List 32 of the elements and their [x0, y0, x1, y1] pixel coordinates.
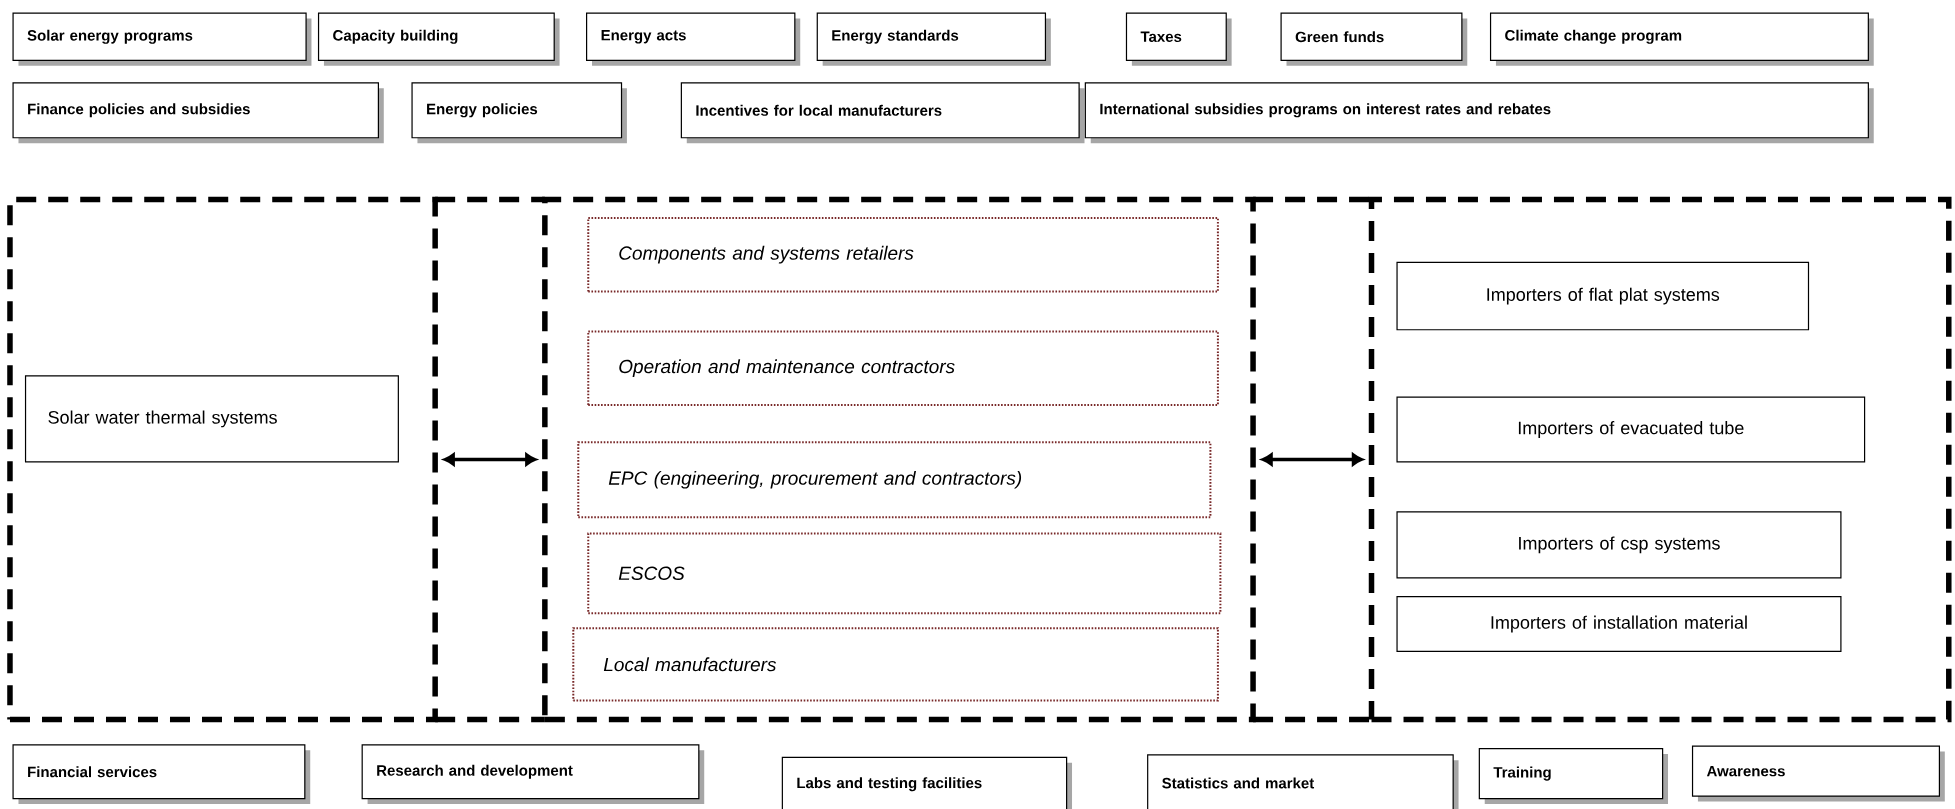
- label-box: Finance policies and subsidies: [12, 82, 384, 144]
- double-arrow: [1261, 453, 1364, 466]
- dotted-box: Operation and maintenance contractors: [587, 330, 1219, 406]
- label-box: Energy standards: [816, 12, 1051, 66]
- text-box: Importers of installation material: [1396, 596, 1842, 653]
- text-box: Importers of evacuated tube: [1396, 396, 1866, 463]
- double-arrow: [443, 453, 537, 466]
- label-box: Awareness: [1691, 745, 1945, 802]
- label-box: Energy acts: [586, 12, 801, 66]
- label-box: International subsidies programs on interest rates and rebates: [1084, 82, 1874, 144]
- dashed-region-box: [1368, 196, 1952, 723]
- label-box: Training: [1478, 748, 1668, 804]
- label-box: Energy policies: [411, 82, 627, 144]
- label-box: Climate change program: [1489, 12, 1874, 66]
- dashed-region-box: [7, 196, 438, 723]
- label-box: Financial services: [12, 744, 311, 804]
- dotted-box: EPC (engineering, procurement and contractors): [577, 441, 1212, 519]
- label-box: Green funds: [1280, 12, 1468, 66]
- dotted-box: Components and systems retailers: [587, 216, 1219, 293]
- text-box: Importers of csp systems: [1396, 511, 1842, 579]
- dashed-region-box: [542, 196, 1256, 723]
- label-box: Research and development: [361, 744, 705, 804]
- dotted-box: Local manufacturers: [572, 627, 1219, 702]
- label-box: Statistics and market: [1147, 754, 1459, 809]
- label-box: Capacity building: [317, 12, 560, 66]
- dotted-box: ESCOS: [587, 532, 1222, 615]
- text-box: Importers of flat plat systems: [1396, 261, 1810, 331]
- label-box: Labs and testing facilities: [781, 756, 1073, 809]
- text-box: Solar water thermal systems: [24, 375, 399, 463]
- label-box: Solar energy programs: [12, 12, 312, 66]
- label-box: Taxes: [1125, 12, 1232, 66]
- label-box: Incentives for local manufacturers: [680, 82, 1085, 144]
